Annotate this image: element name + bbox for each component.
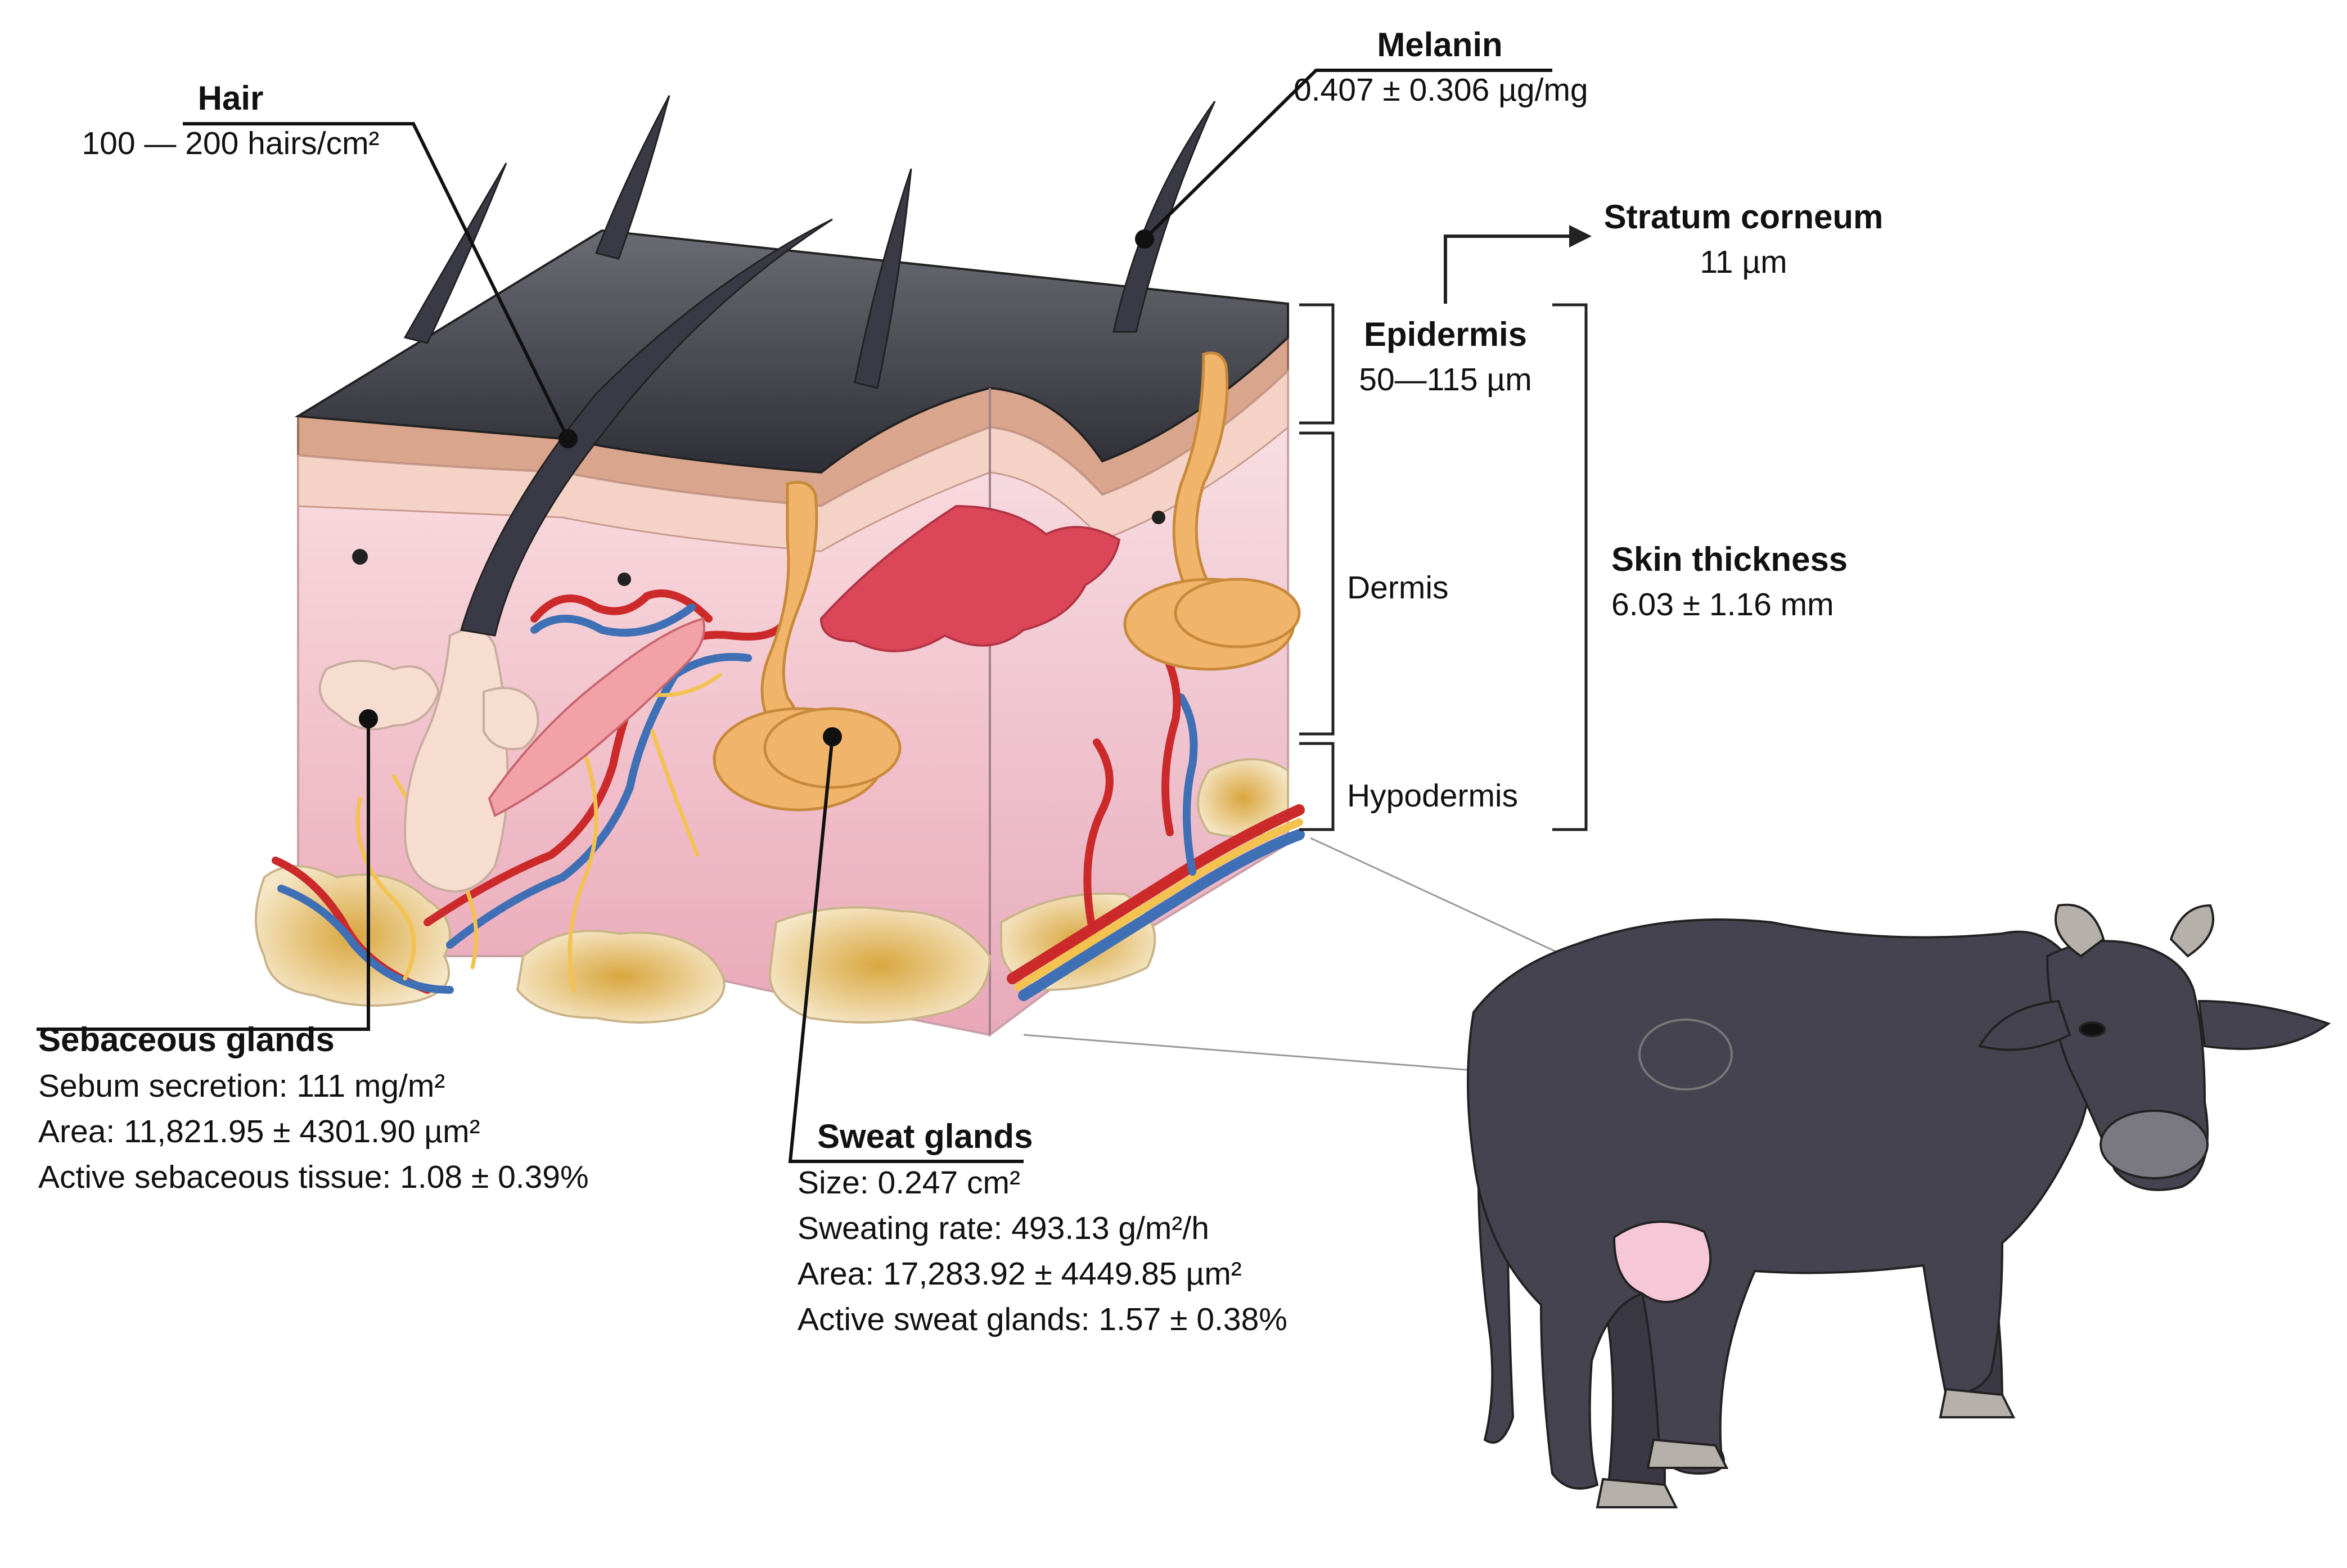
- cow-horn-left: [2055, 903, 2105, 958]
- sweat-line: Sweating rate: 493.13 g/m²/h: [798, 1210, 1209, 1246]
- sweat-line: Active sweat glands: 1.57 ± 0.38%: [798, 1301, 1287, 1337]
- stratum-corneum-title: Stratum corneum: [1603, 198, 1884, 236]
- nerve-endings: [352, 511, 1165, 586]
- hair-label: Hair 100 — 200 hairs/cm²: [34, 76, 427, 166]
- hypodermis-label: Hypodermis: [1347, 778, 1519, 814]
- melanin-value: 0.407 ± 0.306 µg/mg: [1294, 72, 1588, 108]
- sebaceous-glands-title: Sebaceous glands: [38, 1021, 335, 1058]
- epidermis-bracket: [1299, 303, 1335, 425]
- hair-follicle: [403, 628, 509, 893]
- sweat-line: Size: 0.247 cm²: [798, 1165, 1020, 1201]
- epidermis-title: Epidermis: [1363, 316, 1528, 353]
- layer-brackets: [1299, 303, 1588, 831]
- epidermis-value: 50—115 µm: [1359, 362, 1532, 398]
- hair-leader: [183, 122, 570, 440]
- artery: [1083, 738, 1114, 926]
- sebaceous-gland: [318, 660, 440, 731]
- cow-ear-right: [2197, 999, 2331, 1050]
- vein: [1177, 693, 1198, 876]
- stratum-arrow-line: [1444, 235, 1569, 304]
- hairs: [403, 95, 1216, 637]
- dermal-papilla-red: [819, 504, 1121, 652]
- artery: [1160, 648, 1181, 836]
- cow-ear-left: [1977, 999, 2071, 1051]
- dermis-bracket: [1299, 431, 1335, 736]
- arrector-pili-muscle: [488, 617, 705, 817]
- skin-thickness-bracket: [1552, 303, 1588, 831]
- melanin-leader: [1143, 69, 1552, 241]
- artery: [1007, 804, 1305, 984]
- stratum-corneum-label: Stratum corneum 11 µm: [1564, 195, 1923, 285]
- leader-lines: [37, 69, 1552, 1163]
- hair-shaft: [854, 168, 912, 389]
- artery: [530, 589, 713, 623]
- melanin-title: Melanin: [1377, 26, 1503, 64]
- cow-horn-right: [2169, 904, 2214, 958]
- skin-thickness-value: 6.03 ± 1.16 mm: [1611, 587, 1834, 623]
- hair-shaft: [1112, 101, 1216, 333]
- hair-shaft: [460, 218, 833, 637]
- sebaceous-leader: [37, 719, 370, 1031]
- stratum-arrow-head: [1569, 225, 1592, 247]
- sebaceous-line: Area: 11,821.95 ± 4301.90 µm²: [38, 1114, 480, 1150]
- melanin-label: Melanin 0.407 ± 0.306 µg/mg: [1294, 22, 1588, 112]
- sweat-line: Area: 17,283.92 ± 4449.85 µm²: [798, 1256, 1242, 1292]
- sebaceous-line: Active sebaceous tissue: 1.08 ± 0.39%: [38, 1159, 589, 1195]
- vein: [1018, 829, 1305, 1001]
- hair-value: 100 — 200 hairs/cm²: [82, 125, 380, 161]
- vein: [530, 603, 696, 637]
- sebaceous-glands-label: Sebaceous glands Sebum secretion: 111 mg…: [38, 1017, 589, 1200]
- sebaceous-line: Sebum secretion: 111 mg/m²: [38, 1068, 445, 1104]
- skin-thickness-label: Skin thickness 6.03 ± 1.16 mm: [1611, 537, 1848, 627]
- dermis-label: Dermis: [1347, 570, 1449, 606]
- cow-muzzle: [2100, 1110, 2209, 1179]
- hair-shaft: [594, 95, 670, 260]
- sebaceous-gland: [483, 687, 539, 750]
- cow-udder: [1612, 1220, 1712, 1303]
- skin-thickness-title: Skin thickness: [1611, 540, 1848, 578]
- cow-body: [1467, 918, 2093, 1490]
- cow-illustration: [1467, 903, 2331, 1508]
- hair-title: Hair: [197, 79, 264, 117]
- artery: [424, 615, 791, 926]
- vein: [277, 885, 454, 994]
- sweat-glands-label: Sweat glands Size: 0.247 cm² Sweating ra…: [798, 1114, 1287, 1342]
- hair-shaft: [403, 163, 507, 344]
- stratum-corneum-value: 11 µm: [1700, 244, 1787, 280]
- sweat-glands-title: Sweat glands: [817, 1118, 1033, 1155]
- nerve: [1014, 818, 1303, 991]
- stratum-corneum-top: [294, 229, 1289, 474]
- sweat-leader: [788, 736, 1024, 1163]
- cow-hooves: [1596, 1387, 2016, 1508]
- leader-dots: [359, 229, 1154, 746]
- hypodermis-bracket: [1299, 742, 1335, 831]
- cow-eye: [2079, 1021, 2106, 1037]
- vein: [446, 653, 752, 949]
- blood-vessels: [272, 589, 1305, 1001]
- cow-zoom-circle: [1638, 1019, 1733, 1091]
- epidermis-label: Epidermis 50—115 µm: [1327, 312, 1564, 402]
- skin-block: [255, 229, 1305, 1037]
